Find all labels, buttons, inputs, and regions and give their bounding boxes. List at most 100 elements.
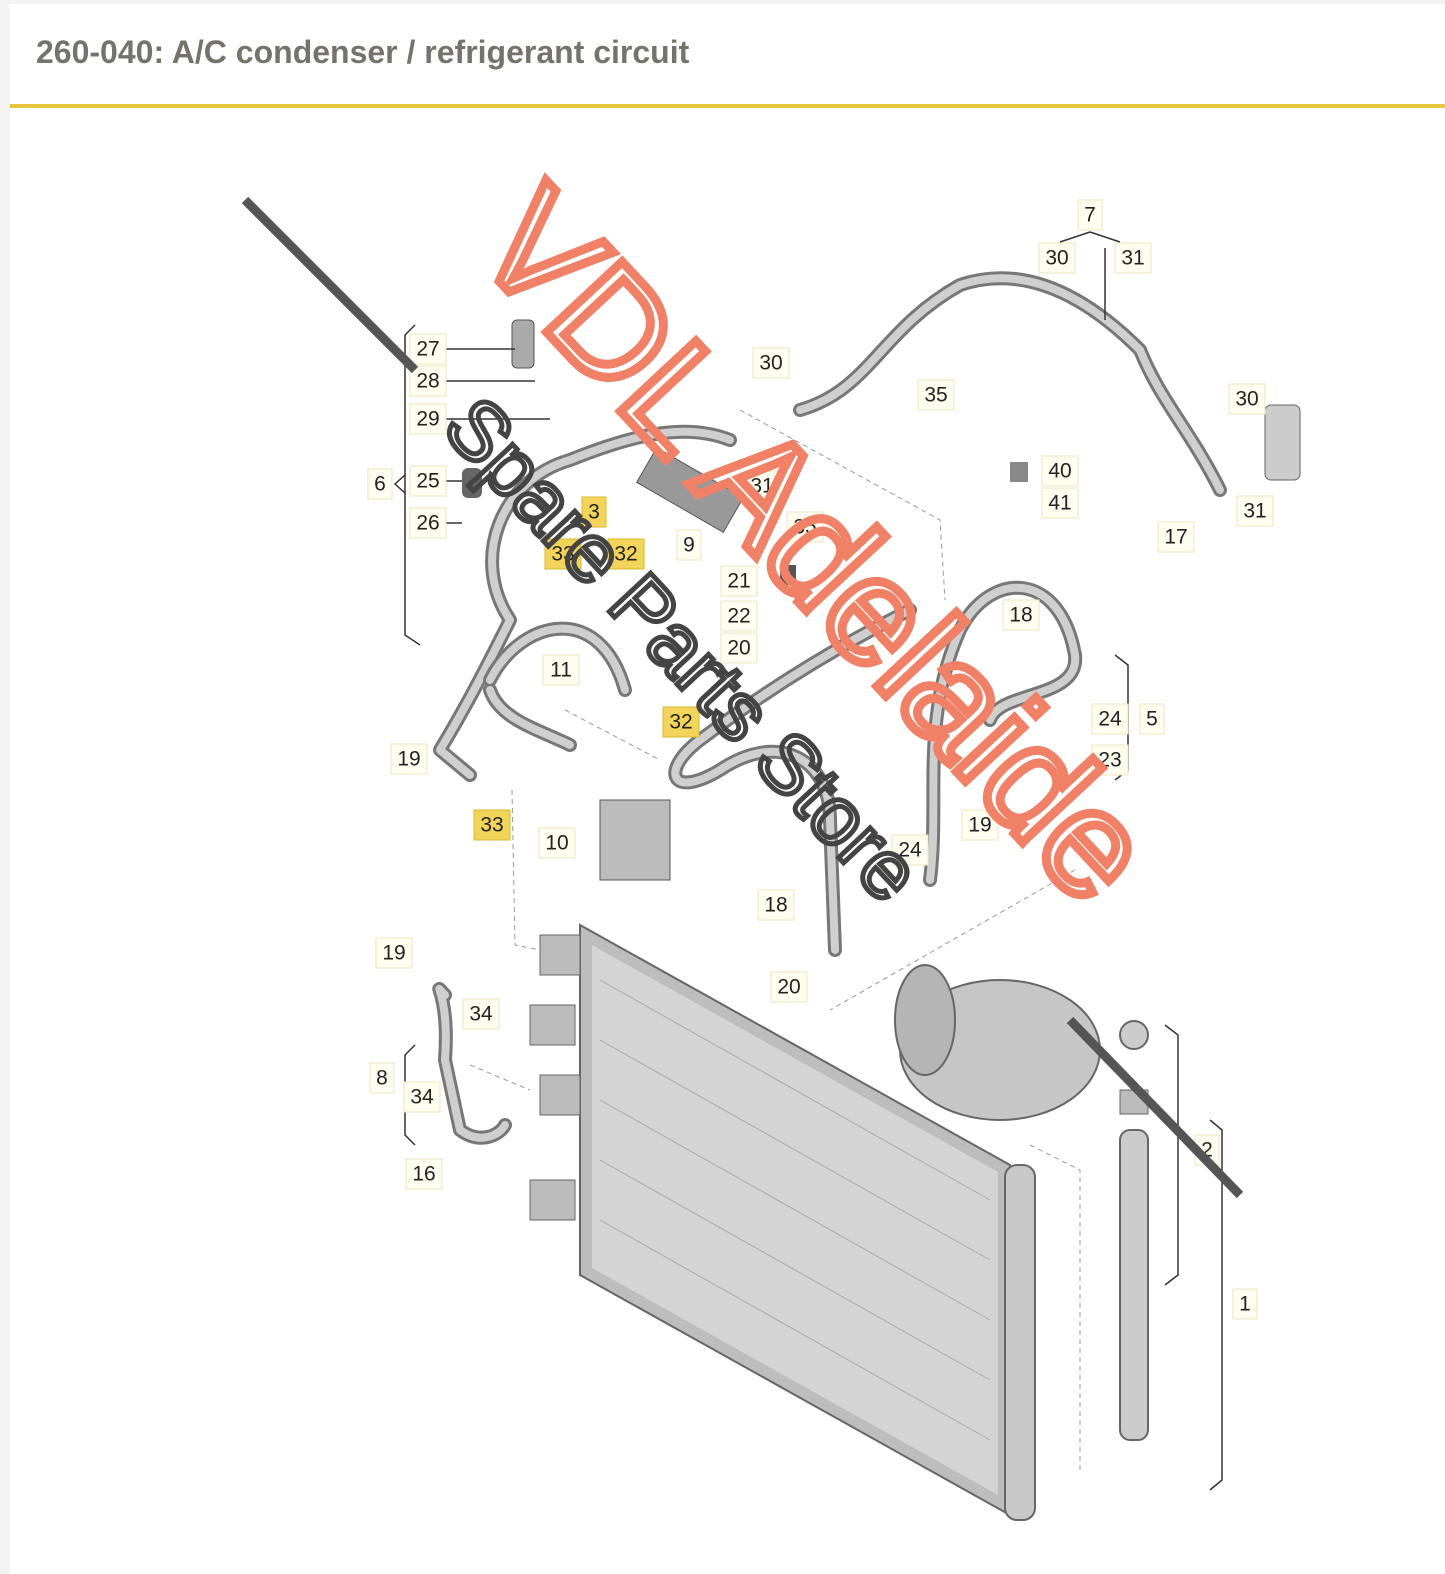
callout-6: 6 bbox=[367, 468, 393, 500]
leader-lines bbox=[393, 231, 1223, 1491]
callout-number: 9 bbox=[683, 534, 695, 557]
callout-box bbox=[720, 632, 758, 664]
callout-box bbox=[1091, 703, 1129, 735]
watermark-stroke bbox=[241, 196, 419, 374]
callout-box bbox=[1038, 242, 1076, 274]
callout-box bbox=[1002, 599, 1040, 631]
callout-number: 30 bbox=[1045, 247, 1068, 270]
callout-box bbox=[1157, 521, 1195, 553]
callout-7: 7 bbox=[1077, 199, 1103, 231]
highlight-box bbox=[581, 496, 607, 528]
callout-19: 19 bbox=[961, 809, 999, 841]
callout-box bbox=[409, 365, 447, 397]
refrigerant-hoses bbox=[432, 271, 1301, 1145]
callout-box bbox=[752, 347, 790, 379]
callout-33: 33 bbox=[544, 538, 582, 570]
callout-24: 24 bbox=[1091, 703, 1129, 735]
callout-number: 27 bbox=[416, 338, 439, 361]
callout-number: 8 bbox=[376, 1067, 388, 1090]
callout-number: 18 bbox=[764, 894, 787, 917]
callout-box bbox=[1077, 199, 1103, 231]
callout-number: 32 bbox=[669, 711, 692, 734]
callout-22: 22 bbox=[720, 600, 758, 632]
callout-29: 29 bbox=[409, 403, 447, 435]
callout-number: 2 bbox=[1201, 1139, 1213, 1162]
callout-box bbox=[390, 743, 428, 775]
callout-33: 33 bbox=[473, 809, 511, 841]
callout-number: 7 bbox=[1084, 204, 1096, 227]
callout-35: 35 bbox=[786, 511, 824, 543]
callout-23: 23 bbox=[1091, 744, 1129, 776]
highlight-box bbox=[662, 706, 700, 738]
callout-number: 5 bbox=[1146, 708, 1158, 731]
callout-number: 31 bbox=[1243, 500, 1266, 523]
callout-19: 19 bbox=[375, 937, 413, 969]
callout-41: 41 bbox=[1041, 487, 1079, 519]
callout-number: 40 bbox=[1048, 460, 1071, 483]
callout-box bbox=[1139, 703, 1165, 735]
callout-32: 32 bbox=[607, 538, 645, 570]
callout-box bbox=[1228, 383, 1266, 415]
callout-box bbox=[676, 529, 702, 561]
callout-box bbox=[720, 600, 758, 632]
callout-number: 25 bbox=[416, 470, 439, 493]
callout-number: 11 bbox=[550, 659, 572, 682]
callout-number: 24 bbox=[1098, 708, 1122, 731]
callout-number: 18 bbox=[1009, 604, 1032, 627]
callout-number: 29 bbox=[416, 408, 439, 431]
callout-box bbox=[917, 379, 955, 411]
callout-number: 35 bbox=[924, 384, 947, 407]
callout-30: 30 bbox=[1038, 242, 1076, 274]
compressor bbox=[894, 964, 1101, 1121]
callout-11: 11 bbox=[542, 654, 580, 686]
callout-box bbox=[961, 809, 999, 841]
callout-box bbox=[375, 937, 413, 969]
callout-30: 30 bbox=[752, 347, 790, 379]
callout-17: 17 bbox=[1157, 521, 1195, 553]
callout-20: 20 bbox=[720, 632, 758, 664]
callout-number: 26 bbox=[416, 512, 439, 535]
callout-1: 1 bbox=[1232, 1288, 1258, 1320]
callout-35: 35 bbox=[917, 379, 955, 411]
page-title: 260-040: A/C condenser / refrigerant cir… bbox=[36, 34, 690, 70]
callout-number: 32 bbox=[614, 543, 637, 566]
callout-number: 19 bbox=[382, 942, 405, 965]
callout-number: 30 bbox=[759, 352, 782, 375]
callout-16: 16 bbox=[405, 1158, 443, 1190]
title-divider bbox=[10, 104, 1445, 108]
callout-box bbox=[1114, 242, 1152, 274]
callout-box bbox=[1041, 487, 1079, 519]
callout-8: 8 bbox=[369, 1062, 395, 1094]
callout-18: 18 bbox=[757, 889, 795, 921]
callout-31: 31 bbox=[1114, 242, 1152, 274]
callout-box bbox=[1236, 495, 1274, 527]
callout-box bbox=[462, 998, 500, 1030]
callout-number: 41 bbox=[1048, 492, 1071, 515]
callout-number: 24 bbox=[898, 839, 922, 862]
callout-number: 19 bbox=[397, 748, 420, 771]
callout-box bbox=[367, 468, 393, 500]
callout-number: 16 bbox=[412, 1163, 435, 1186]
callout-number: 33 bbox=[551, 543, 574, 566]
receiver-drier bbox=[1119, 1020, 1149, 1441]
callout-28: 28 bbox=[409, 365, 447, 397]
callout-box bbox=[757, 889, 795, 921]
callout-9: 9 bbox=[676, 529, 702, 561]
callout-20: 20 bbox=[770, 971, 808, 1003]
callout-box bbox=[403, 1081, 441, 1113]
callout-number: 17 bbox=[1164, 526, 1187, 549]
callout-30: 30 bbox=[1228, 383, 1266, 415]
callout-box bbox=[409, 507, 447, 539]
callout-number: 20 bbox=[727, 637, 750, 660]
callout-box bbox=[369, 1062, 395, 1094]
condenser bbox=[529, 923, 1036, 1521]
callout-10: 10 bbox=[538, 827, 576, 859]
callout-number: 28 bbox=[416, 370, 439, 393]
callout-box bbox=[720, 565, 758, 597]
callout-number: 34 bbox=[410, 1086, 434, 1109]
callout-34: 34 bbox=[462, 998, 500, 1030]
highlight-box bbox=[544, 538, 582, 570]
callout-box bbox=[1091, 744, 1129, 776]
